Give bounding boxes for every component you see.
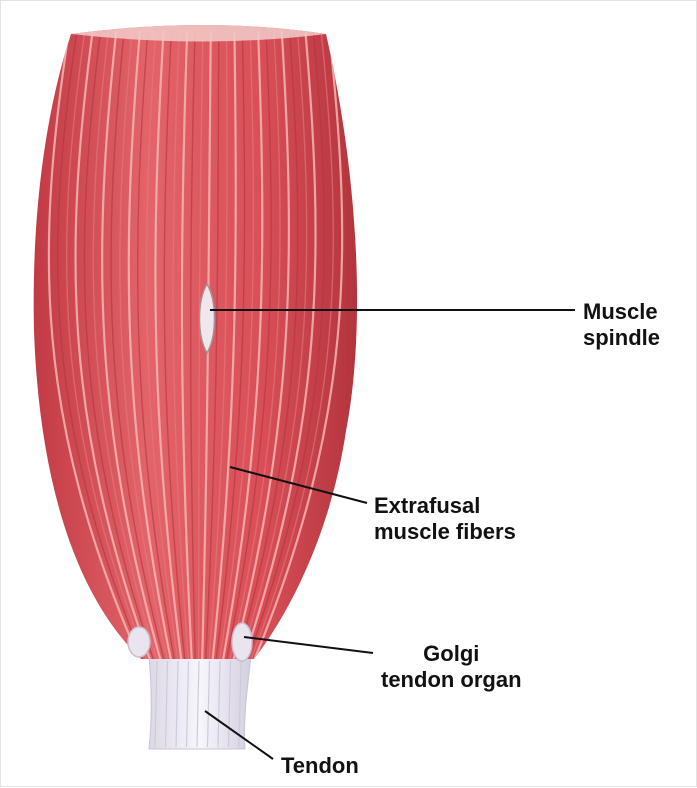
label-golgi-line-2: tendon organ (381, 667, 522, 693)
golgi-tendon-organ-left (128, 627, 150, 657)
label-muscle-spindle: Muscle spindle (583, 299, 660, 351)
label-extrafusal-line-2: muscle fibers (374, 519, 516, 545)
label-tendon: Tendon (281, 753, 359, 779)
label-golgi-line-1: Golgi (381, 641, 522, 667)
golgi-tendon-organ-right (232, 623, 252, 661)
tendon-shape (149, 656, 251, 749)
label-extrafusal-muscle-fibers: Extrafusal muscle fibers (374, 493, 516, 545)
label-extrafusal-line-1: Extrafusal (374, 493, 516, 519)
label-muscle-spindle-line-2: spindle (583, 325, 660, 351)
label-tendon-line-1: Tendon (281, 753, 359, 779)
label-muscle-spindle-line-1: Muscle (583, 299, 660, 325)
label-golgi-tendon-organ: Golgi tendon organ (381, 641, 522, 693)
